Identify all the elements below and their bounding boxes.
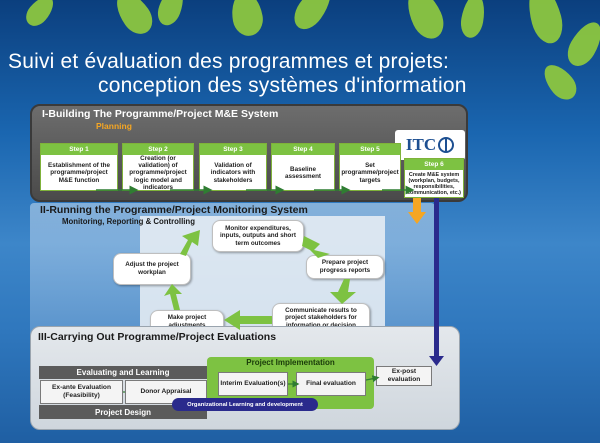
step-6-text: Create M&E system (workplan, budgets, re… bbox=[407, 171, 461, 197]
project-implementation-label: Project Implementation bbox=[246, 358, 335, 367]
section3-title: III-Carrying Out Programme/Project Evalu… bbox=[38, 331, 277, 343]
step-2-label: Step 2 bbox=[123, 144, 193, 155]
step-1-box: Step 1 Establishment of the programme/pr… bbox=[40, 143, 118, 191]
page-title-line2: conception des systèmes d'information bbox=[98, 74, 467, 97]
step-6-label: Step 6 bbox=[405, 159, 463, 170]
globe-icon bbox=[438, 137, 455, 153]
itc-logo-text: ITC bbox=[405, 135, 437, 154]
donor-appraisal-box: Donor Appraisal bbox=[125, 380, 207, 404]
page-title-line1: Suivi et évaluation des programmes et pr… bbox=[8, 50, 450, 73]
itc-logo: ITC bbox=[395, 130, 465, 160]
step-2-box: Step 2 Creation (or validation) of progr… bbox=[122, 143, 194, 191]
step-2-text: Creation (or validation) of programme/pr… bbox=[129, 154, 187, 191]
monitor-box: Monitor expenditures, inputs, outputs an… bbox=[212, 220, 304, 252]
step-1-text: Establishment of the programme/project M… bbox=[48, 162, 110, 184]
prepare-reports-box: Prepare project progress reports bbox=[306, 255, 384, 279]
evaluation-connector-arrows bbox=[123, 375, 380, 393]
cycle-arrow-prepare-to-communicate bbox=[330, 279, 356, 304]
step-3-box: Step 3 Validation of indicators with sta… bbox=[199, 143, 267, 191]
step-6-box: Step 6 Create M&E system (workplan, budg… bbox=[404, 158, 464, 198]
section2-subtitle: Monitoring, Reporting & Controlling bbox=[62, 217, 195, 226]
section2-title: II-Running the Programme/Project Monitor… bbox=[40, 204, 308, 216]
step-5-label: Step 5 bbox=[340, 144, 400, 155]
cycle-arrow-communicate-to-adjust bbox=[224, 310, 272, 330]
interim-evaluation-box: Interim Evaluation(s) bbox=[218, 372, 288, 396]
step-5-text: Set programme/project targets bbox=[341, 162, 399, 184]
ex-ante-box: Ex-ante Evaluation (Feasibility) bbox=[40, 380, 123, 404]
step-3-text: Validation of indicators with stakeholde… bbox=[210, 162, 256, 184]
step-5-box: Step 5 Set programme/project targets bbox=[339, 143, 401, 191]
orange-down-arrow bbox=[408, 198, 426, 224]
cycle-arrow-workplan-to-monitor bbox=[180, 230, 200, 256]
workplan-box: Adjust the project workplan bbox=[113, 253, 191, 285]
project-design-bar: Project Design bbox=[39, 405, 207, 419]
step-4-box: Step 4 Baseline assessment bbox=[271, 143, 335, 191]
cycle-arrows bbox=[164, 230, 356, 330]
step-4-text: Baseline assessment bbox=[284, 165, 322, 180]
section1-title: I-Building The Programme/Project M&E Sys… bbox=[42, 108, 279, 120]
navy-down-arrow bbox=[429, 198, 444, 366]
step-4-label: Step 4 bbox=[272, 144, 334, 155]
organizational-learning-bar: Organizational Learning and development bbox=[172, 398, 318, 411]
final-evaluation-box: Final evaluation bbox=[296, 372, 366, 396]
section1-subtitle: Planning bbox=[96, 121, 132, 131]
cycle-arrow-adjust-to-workplan bbox=[164, 284, 182, 310]
step-1-label: Step 1 bbox=[41, 144, 117, 155]
step-3-label: Step 3 bbox=[200, 144, 266, 155]
cycle-arrow-monitor-to-prepare bbox=[302, 236, 330, 258]
evaluating-learning-bar: Evaluating and Learning bbox=[39, 366, 207, 379]
